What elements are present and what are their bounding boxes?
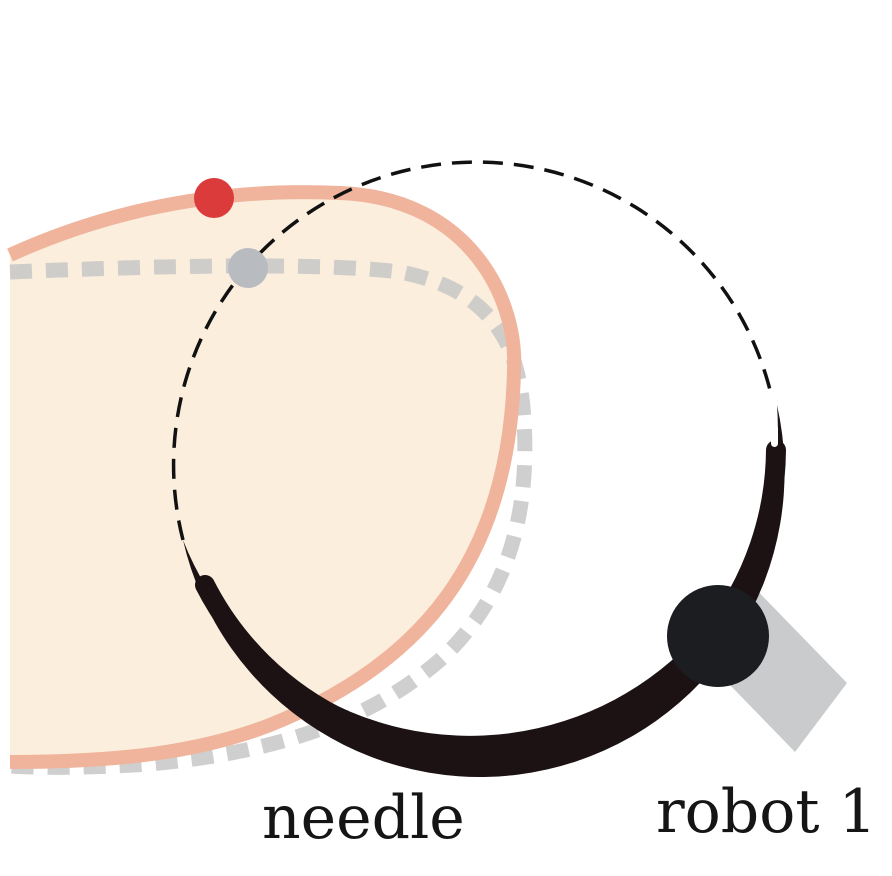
tissue-outline (7, 185, 522, 769)
target-point (194, 178, 234, 218)
tissue-region (10, 192, 515, 762)
needle-eye-icon (771, 425, 778, 447)
deformed-tissue-outline (9, 258, 533, 775)
robot-label: robot 1 (656, 777, 877, 847)
entry-point (228, 248, 268, 288)
needle-label: needle (262, 783, 465, 853)
needle-path (171, 160, 772, 541)
needle-body-stroke (195, 440, 786, 760)
robot-joint (667, 585, 769, 687)
